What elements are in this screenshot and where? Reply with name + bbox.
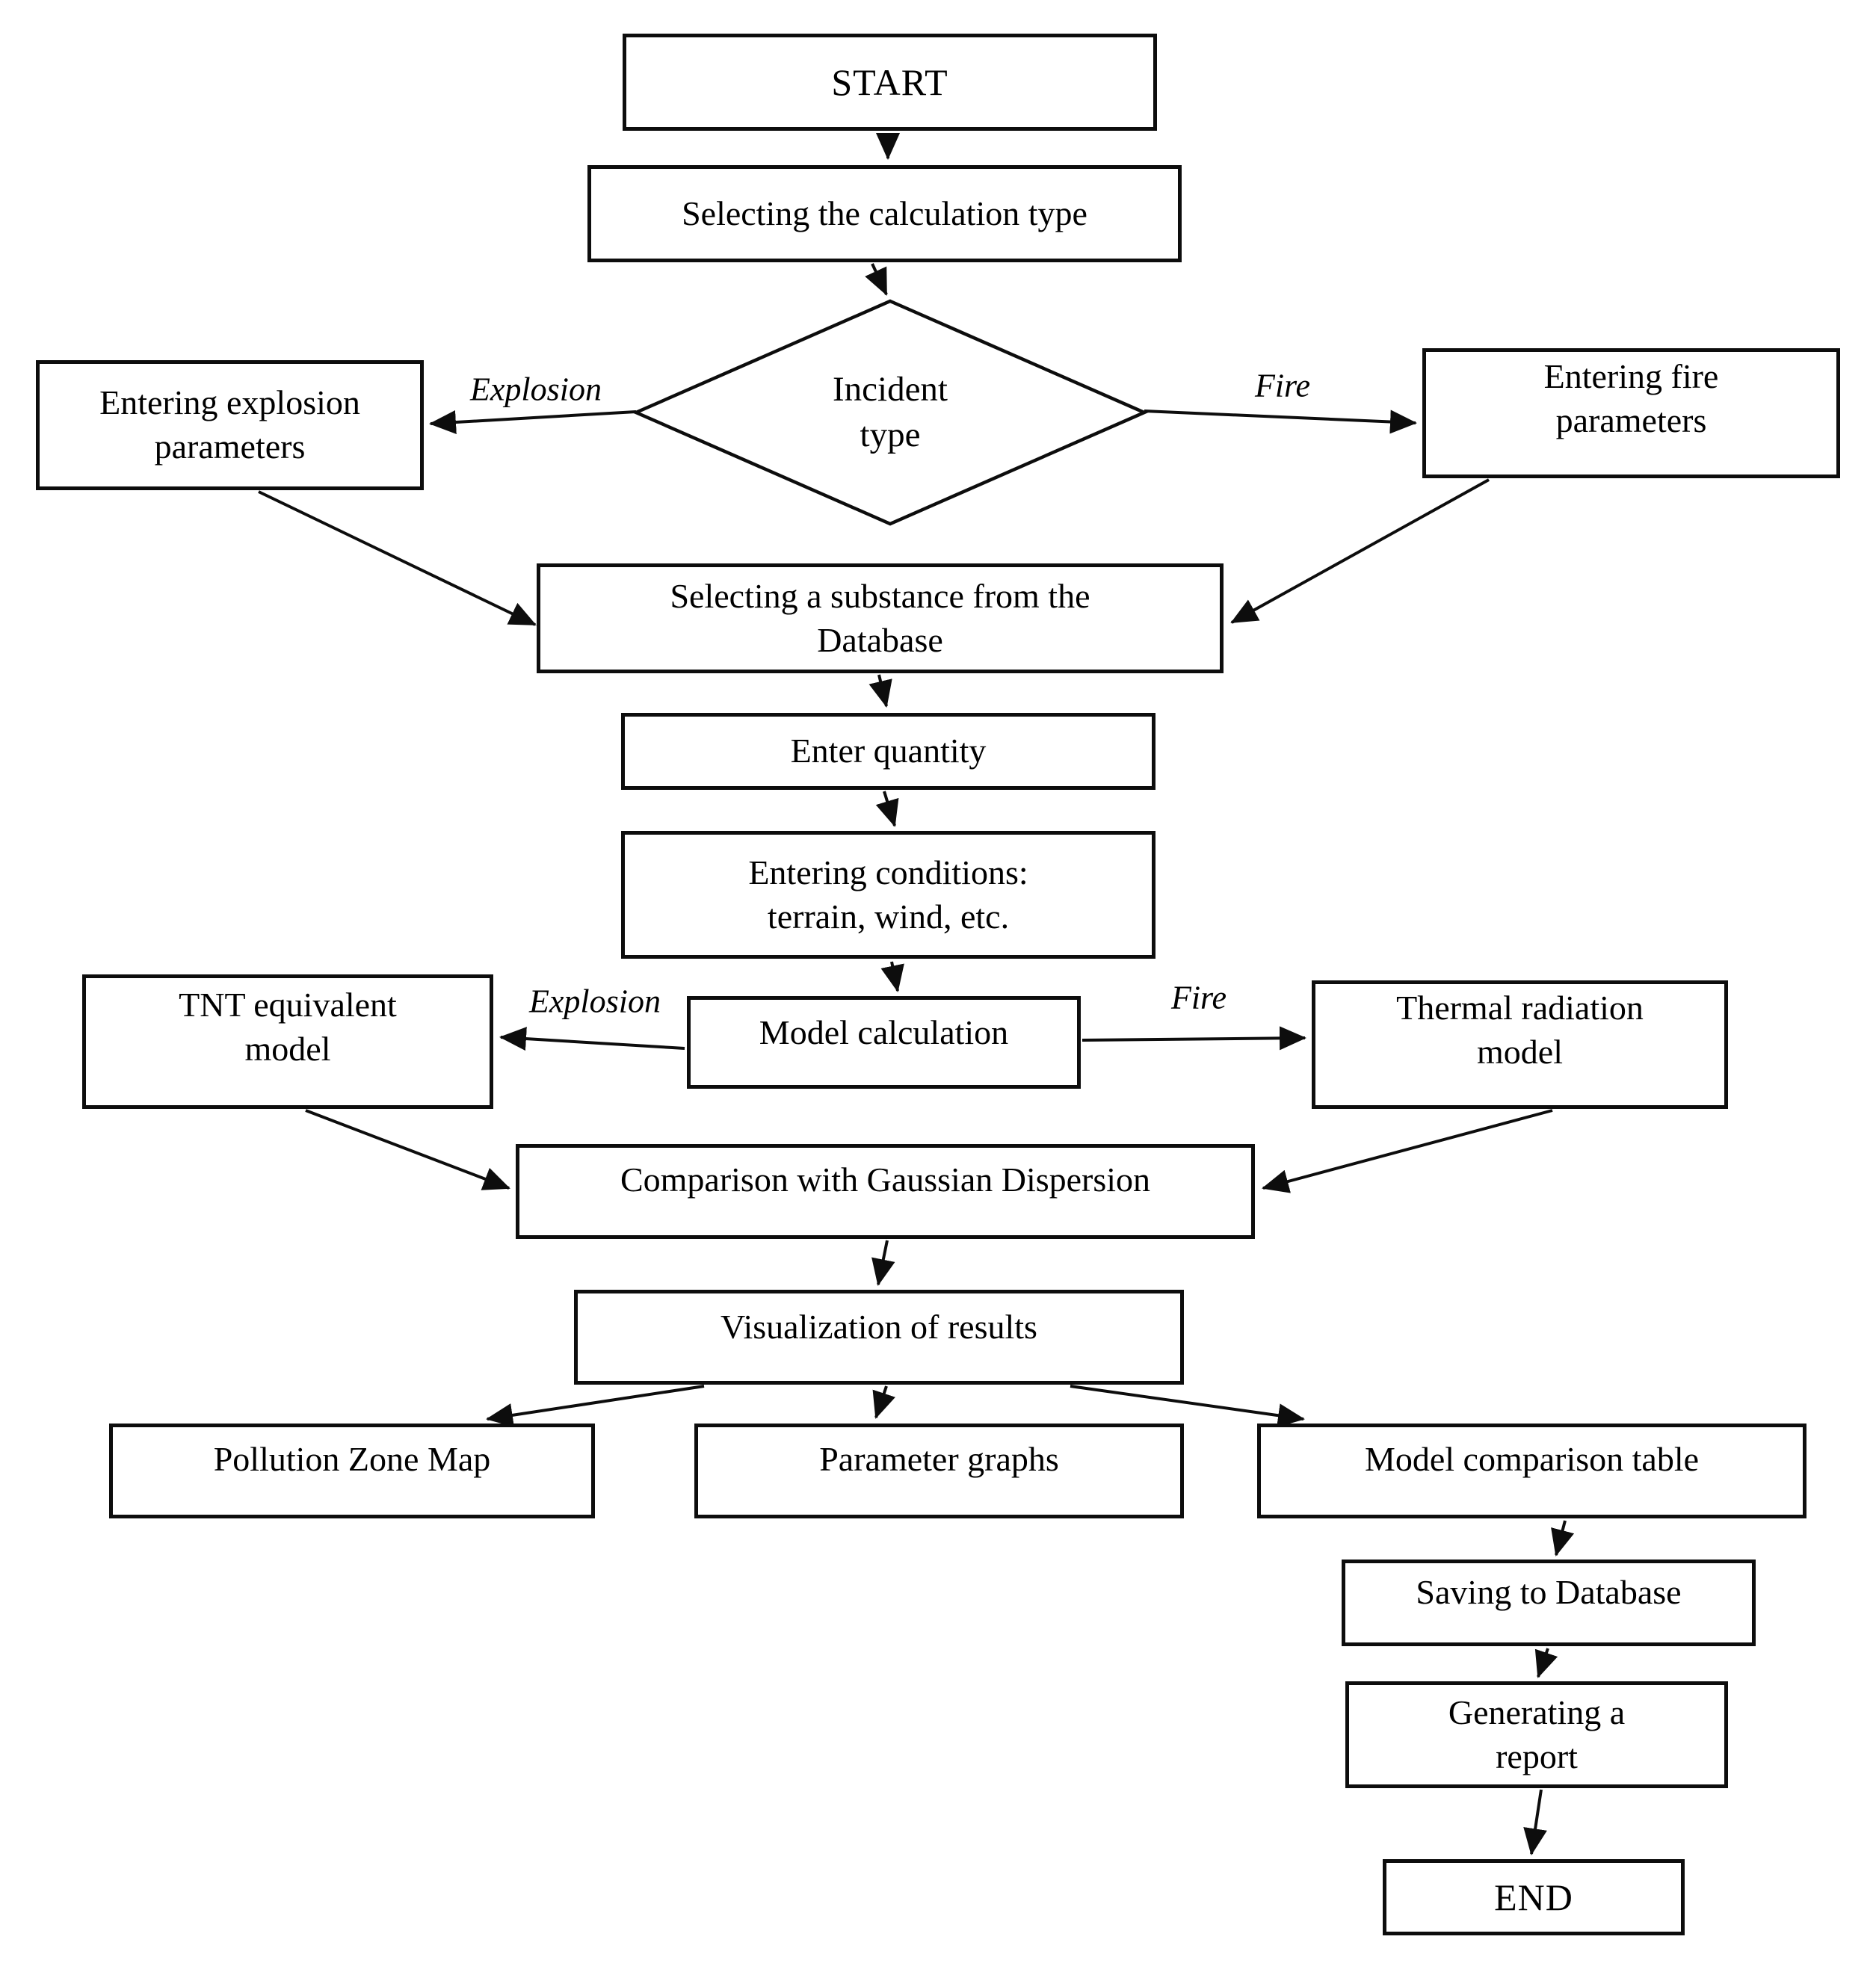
node-visualization-label: Visualization of results (721, 1308, 1037, 1347)
node-parameter-graphs-label: Parameter graphs (819, 1440, 1059, 1479)
node-quantity: Enter quantity (621, 713, 1155, 790)
node-saving-label: Saving to Database (1416, 1572, 1682, 1611)
node-conditions: Entering conditions: terrain, wind, etc. (621, 831, 1155, 959)
node-end: END (1383, 1859, 1685, 1935)
arrow-model-to-thermal (1082, 1026, 1306, 1051)
node-start-label: START (831, 61, 948, 103)
node-quantity-label: Enter quantity (790, 732, 987, 770)
arrow-fire-to-substance (1230, 478, 1490, 624)
node-calc-type-label: Selecting the calculation type (682, 194, 1087, 232)
arrow-explosion-to-substance (258, 490, 537, 626)
arrow-incident-to-fire (1144, 409, 1417, 434)
arrow-thermal-to-comparison (1262, 1109, 1553, 1193)
arrow-visualization-to-graphs (872, 1385, 895, 1419)
node-incident-type-label: Incident type (833, 369, 948, 454)
arrow-incident-to-explosion (429, 410, 637, 434)
node-comparison: Comparison with Gaussian Dispersion (516, 1144, 1255, 1239)
arrow-tnt-to-comparison (305, 1109, 510, 1190)
node-report: Generating a report (1345, 1681, 1728, 1788)
node-pollution-map-label: Pollution Zone Map (213, 1440, 491, 1479)
edge-label-explosion-lower: Explosion (529, 983, 661, 1020)
node-parameter-graphs: Parameter graphs (694, 1424, 1184, 1518)
node-thermal-model: Thermal radiation model (1312, 980, 1728, 1109)
arrow-saving-to-report (1534, 1648, 1558, 1678)
node-pollution-map: Pollution Zone Map (109, 1424, 595, 1518)
arrow-conditions-to-model (880, 961, 904, 992)
node-comparison-label: Comparison with Gaussian Dispersion (620, 1160, 1151, 1199)
node-visualization: Visualization of results (574, 1290, 1184, 1385)
arrow-visualization-to-map (486, 1385, 705, 1427)
arrow-substance-to-quantity (868, 674, 892, 708)
edge-label-explosion-upper: Explosion (470, 371, 602, 408)
arrow-model-to-tnt (499, 1027, 685, 1051)
node-comparison-table: Model comparison table (1257, 1424, 1806, 1518)
arrow-table-to-saving (1551, 1520, 1575, 1557)
arrow-report-to-end (1523, 1789, 1547, 1855)
node-tnt-model: TNT equivalent model (82, 974, 493, 1109)
node-explosion-params: Entering explosion parameters (36, 360, 424, 490)
node-start: START (623, 34, 1157, 131)
node-saving: Saving to Database (1342, 1560, 1756, 1646)
node-fire-params: Entering fire parameters (1422, 348, 1840, 478)
node-model-calc: Model calculation (687, 996, 1081, 1089)
node-model-calc-label: Model calculation (759, 1013, 1009, 1051)
node-end-label: END (1494, 1876, 1573, 1918)
arrow-visualization-to-table (1070, 1385, 1305, 1428)
node-comparison-table-label: Model comparison table (1364, 1440, 1700, 1479)
node-substance: Selecting a substance from the Database (537, 563, 1224, 673)
edge-label-fire-lower: Fire (1170, 979, 1227, 1016)
arrow-comparison-to-visualization (871, 1240, 895, 1286)
arrow-calc-to-incident (865, 263, 888, 296)
arrow-quantity-to-conditions (875, 791, 899, 827)
node-calc-type: Selecting the calculation type (587, 165, 1182, 262)
edge-label-fire-upper: Fire (1254, 367, 1311, 404)
